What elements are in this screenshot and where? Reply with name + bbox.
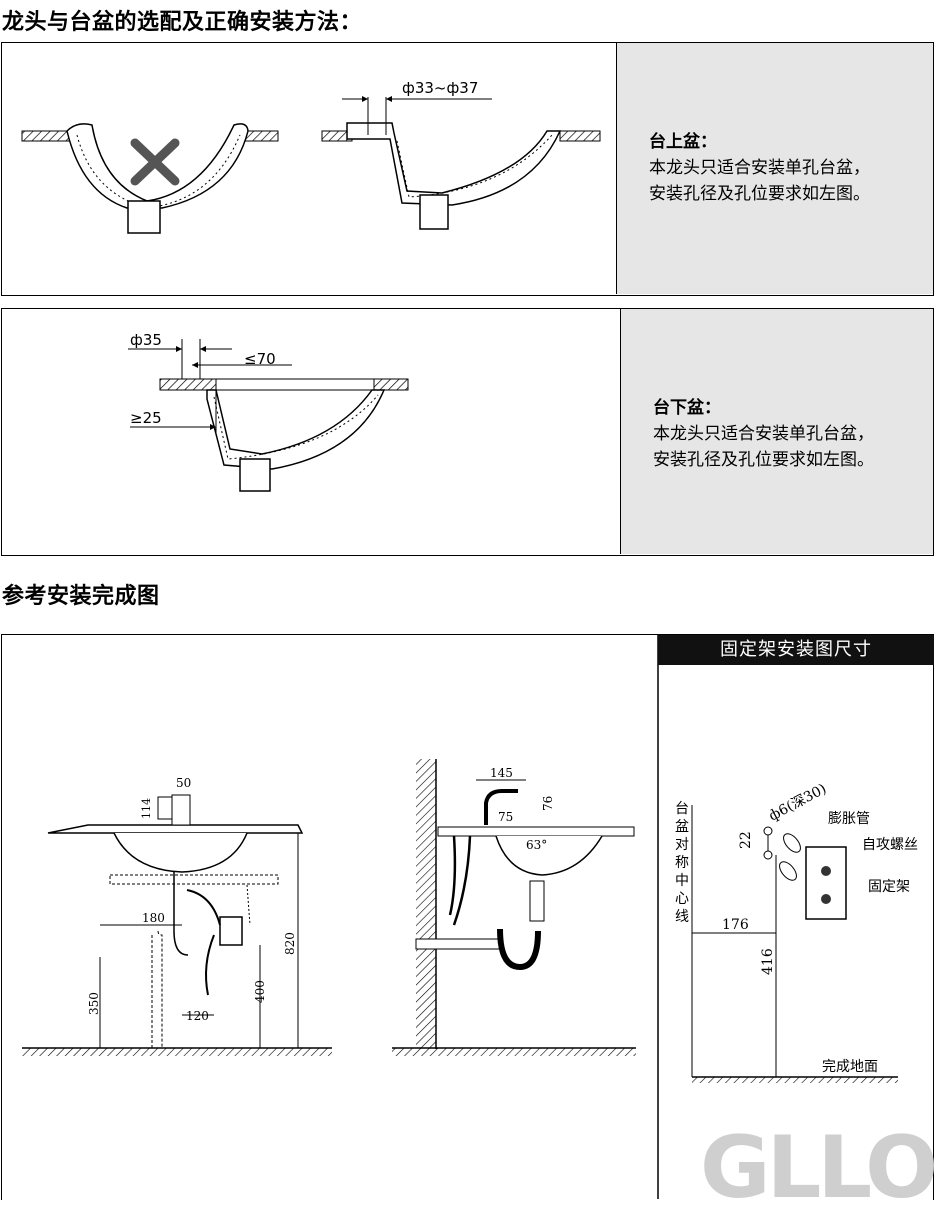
center-label-1: 台: [675, 801, 689, 817]
basin-right-shell: [346, 122, 562, 206]
label-screw: 自攻螺丝: [862, 837, 918, 853]
panel-reference: 50 114 180 350 120 400 820: [1, 634, 934, 1200]
section-title-selection: 龙头与台盆的选配及正确安装方法：: [2, 10, 363, 35]
brand-logo: GLLO: [700, 1118, 936, 1218]
center-label-2: 盆: [675, 819, 689, 835]
info-above-counter: 台上盆： 本龙头只适合安装单孔台盆， 安装孔径及孔位要求如左图。: [616, 43, 933, 294]
dim-hole-under: ф35: [130, 331, 162, 349]
panel-under-counter: ф35 ≤70 ≥25 台下盆： 本龙头只适合安装单孔台盆， 安装孔径及孔位要求…: [1, 308, 934, 556]
hole-spec: ф6(深30): [766, 781, 829, 825]
center-label-7: 线: [675, 909, 689, 925]
dim-114: 114: [140, 798, 153, 819]
dim-offset-under: ≤70: [244, 350, 276, 368]
counter-slab-left: [21, 130, 73, 142]
basin-under-drain: [239, 458, 271, 492]
reference-diagram: 50 114 180 350 120 400 820: [22, 635, 918, 1199]
dim-180: 180: [142, 911, 165, 925]
wrong-mark-icon: [130, 138, 180, 186]
basin-left-shell: [66, 123, 249, 209]
dim-400: 400: [253, 980, 267, 1003]
dim-min-under: ≥25: [130, 409, 162, 427]
dim-176: 176: [722, 917, 749, 933]
dim-350: 350: [87, 992, 101, 1015]
dim-76: 76: [541, 796, 555, 811]
under-counter-diagram: ф35 ≤70 ≥25: [128, 331, 409, 492]
dim-50: 50: [176, 776, 191, 790]
panel-above-counter: ф33~ф37 台上盆： 本龙头只适合安装单孔台盆， 安装孔径及孔位要求如左图。: [1, 42, 934, 296]
info-under-title: 台下盆：: [653, 398, 721, 418]
above-counter-diagram: ф33~ф37: [21, 79, 601, 234]
basin-left-drain: [127, 200, 161, 234]
dim-416: 416: [760, 948, 776, 975]
bracket-plate: [805, 846, 847, 920]
dim-820: 820: [283, 932, 297, 955]
dim-120: 120: [186, 1009, 209, 1023]
dim-22: 22: [738, 831, 754, 849]
info-under-counter: 台下盆： 本龙头只适合安装单孔台盆， 安装孔径及孔位要求如左图。: [620, 309, 933, 554]
basin-right-drain: [419, 194, 449, 230]
dim-75: 75: [498, 810, 513, 824]
center-label-6: 心: [675, 891, 689, 907]
counter-slab-right-2: [559, 130, 601, 142]
info-above-line2: 安装孔径及孔位要求如左图。: [649, 184, 870, 204]
label-floor: 完成地面: [822, 1059, 878, 1075]
info-above-line1: 本龙头只适合安装单孔台盆，: [649, 158, 870, 178]
section-title-reference: 参考安装完成图: [2, 584, 160, 609]
center-label-3: 对: [675, 837, 689, 853]
dim-hole-above: ф33~ф37: [402, 79, 478, 97]
center-label-4: 称: [675, 855, 689, 871]
dim-145: 145: [490, 766, 513, 780]
side-view: 145 75 76 63°: [392, 759, 636, 1056]
center-label-5: 中: [675, 873, 689, 889]
info-under-line2: 安装孔径及孔位要求如左图。: [653, 450, 874, 470]
dim-63: 63°: [526, 838, 547, 852]
label-bracket: 固定架: [868, 879, 910, 895]
info-above-title: 台上盆：: [649, 132, 717, 152]
info-under-line1: 本龙头只适合安装单孔台盆，: [653, 424, 874, 444]
bracket-title: 固定架安装图尺寸: [658, 635, 934, 665]
label-expansion: 膨胀管: [828, 810, 870, 827]
front-view: 50 114 180 350 120 400 820: [22, 776, 332, 1056]
bracket-view: 台 盆 对 称 中 心 线 22 416 176 ф6(深30) 膨胀管 自攻螺…: [675, 781, 918, 1083]
basin-under-shell: [206, 389, 386, 470]
